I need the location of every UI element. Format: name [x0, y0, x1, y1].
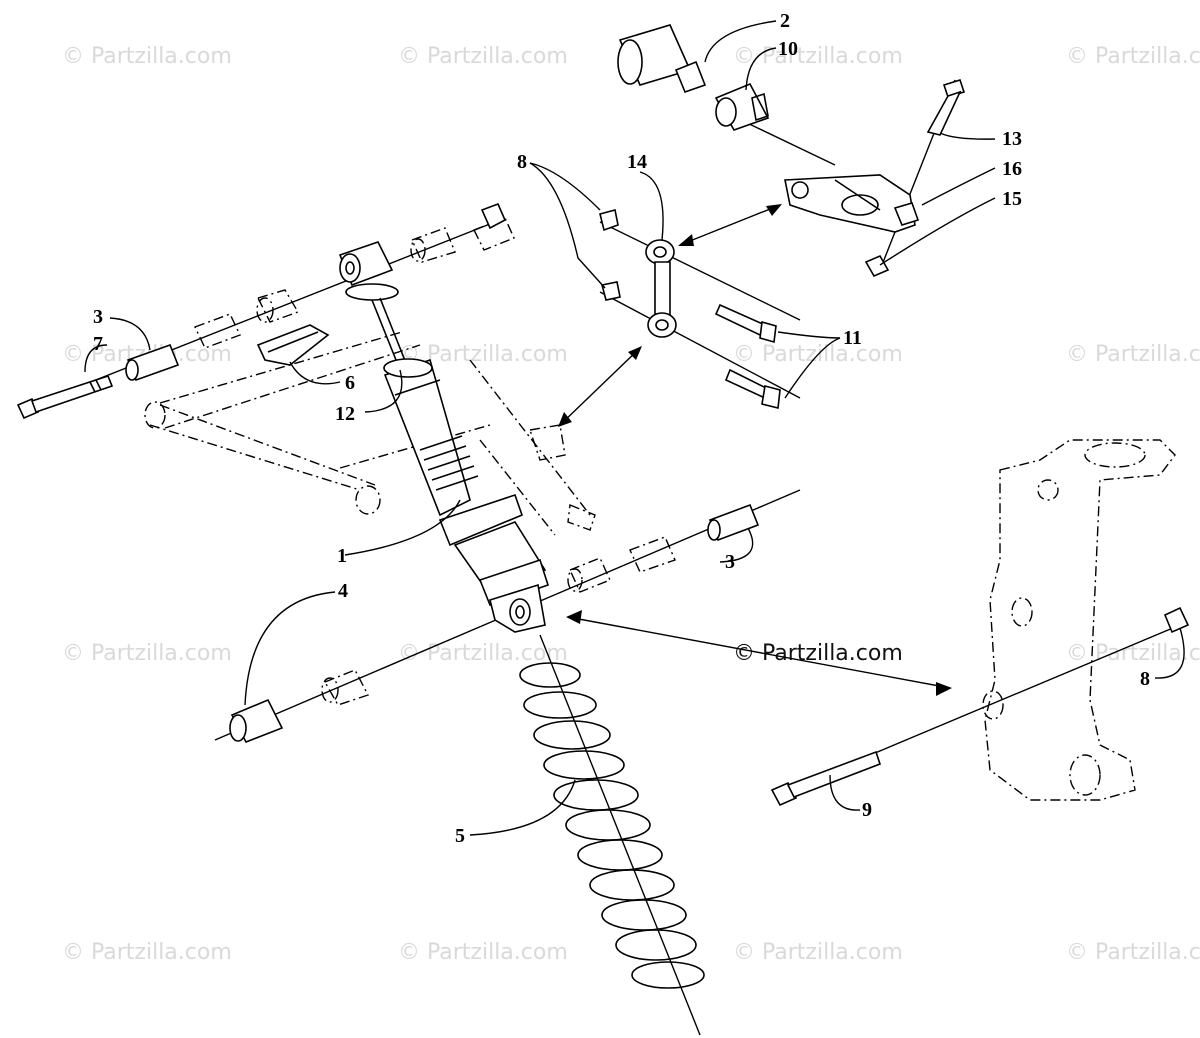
- watermark: © Partzilla.com: [398, 44, 568, 69]
- callout-labels: 1 2 3 3 4 5 6 7 8 8 9 10 11 12 13 14 15 …: [93, 10, 1150, 847]
- bolts-11: [714, 303, 781, 409]
- callout-9: 9: [862, 799, 872, 821]
- adjuster-tool-2: [617, 24, 707, 94]
- bolt-9: [770, 750, 882, 807]
- bolt-13: [926, 79, 966, 136]
- watermark: © Partzilla.com: [733, 44, 903, 69]
- callout-4: 4: [338, 580, 348, 602]
- watermark: © Partzilla.com: [398, 940, 568, 965]
- callout-8-right: 8: [1140, 668, 1150, 690]
- upper-bushings-right: [410, 202, 515, 263]
- watermark: © Partzilla.com: [1066, 44, 1200, 69]
- callout-14: 14: [627, 151, 647, 173]
- callout-11: 11: [843, 327, 862, 349]
- callout-1: 1: [337, 545, 347, 567]
- watermark: © Partzilla.com: [62, 44, 232, 69]
- nut-8-right: [1163, 606, 1190, 634]
- callout-3-upper: 3: [93, 306, 103, 328]
- watermark: © Partzilla.com: [62, 641, 232, 666]
- coil-spring-5: [519, 634, 705, 1036]
- watermark: © Partzilla.com: [62, 940, 232, 965]
- frame-spindle: [982, 439, 1176, 801]
- a-arm-phantom: [144, 331, 596, 536]
- callout-16: 16: [1002, 158, 1022, 180]
- sleeve-3-upper: [125, 343, 180, 382]
- nut-15: [864, 254, 890, 278]
- watermark: © Partzilla.com: [1066, 342, 1200, 367]
- linkage-14: [599, 209, 677, 338]
- callout-8-upper: 8: [517, 151, 527, 173]
- bump-stop-6: [256, 324, 330, 366]
- callout-2: 2: [780, 10, 790, 32]
- bushings-upper-left: [194, 289, 300, 349]
- watermark: © Partzilla.com: [1066, 940, 1200, 965]
- callout-5: 5: [455, 825, 465, 847]
- callout-13: 13: [1002, 128, 1022, 150]
- watermark: © Partzilla.com: [733, 940, 903, 965]
- callout-10: 10: [778, 38, 798, 60]
- leader-lines: [84, 20, 1185, 836]
- callout-12: 12: [335, 403, 355, 425]
- callout-3-lower: 3: [725, 551, 735, 573]
- callout-7: 7: [93, 333, 103, 355]
- lower-bushings: [229, 503, 760, 744]
- watermark: © Partzilla.com: [398, 641, 568, 666]
- callout-15: 15: [1002, 188, 1022, 210]
- assembly-arrows: [558, 204, 952, 696]
- callout-6: 6: [345, 372, 355, 394]
- shock-absorber-1: [338, 241, 550, 633]
- bolt-7: [16, 375, 114, 420]
- socket-10: [714, 82, 770, 131]
- adjuster-cam-16: [784, 174, 920, 233]
